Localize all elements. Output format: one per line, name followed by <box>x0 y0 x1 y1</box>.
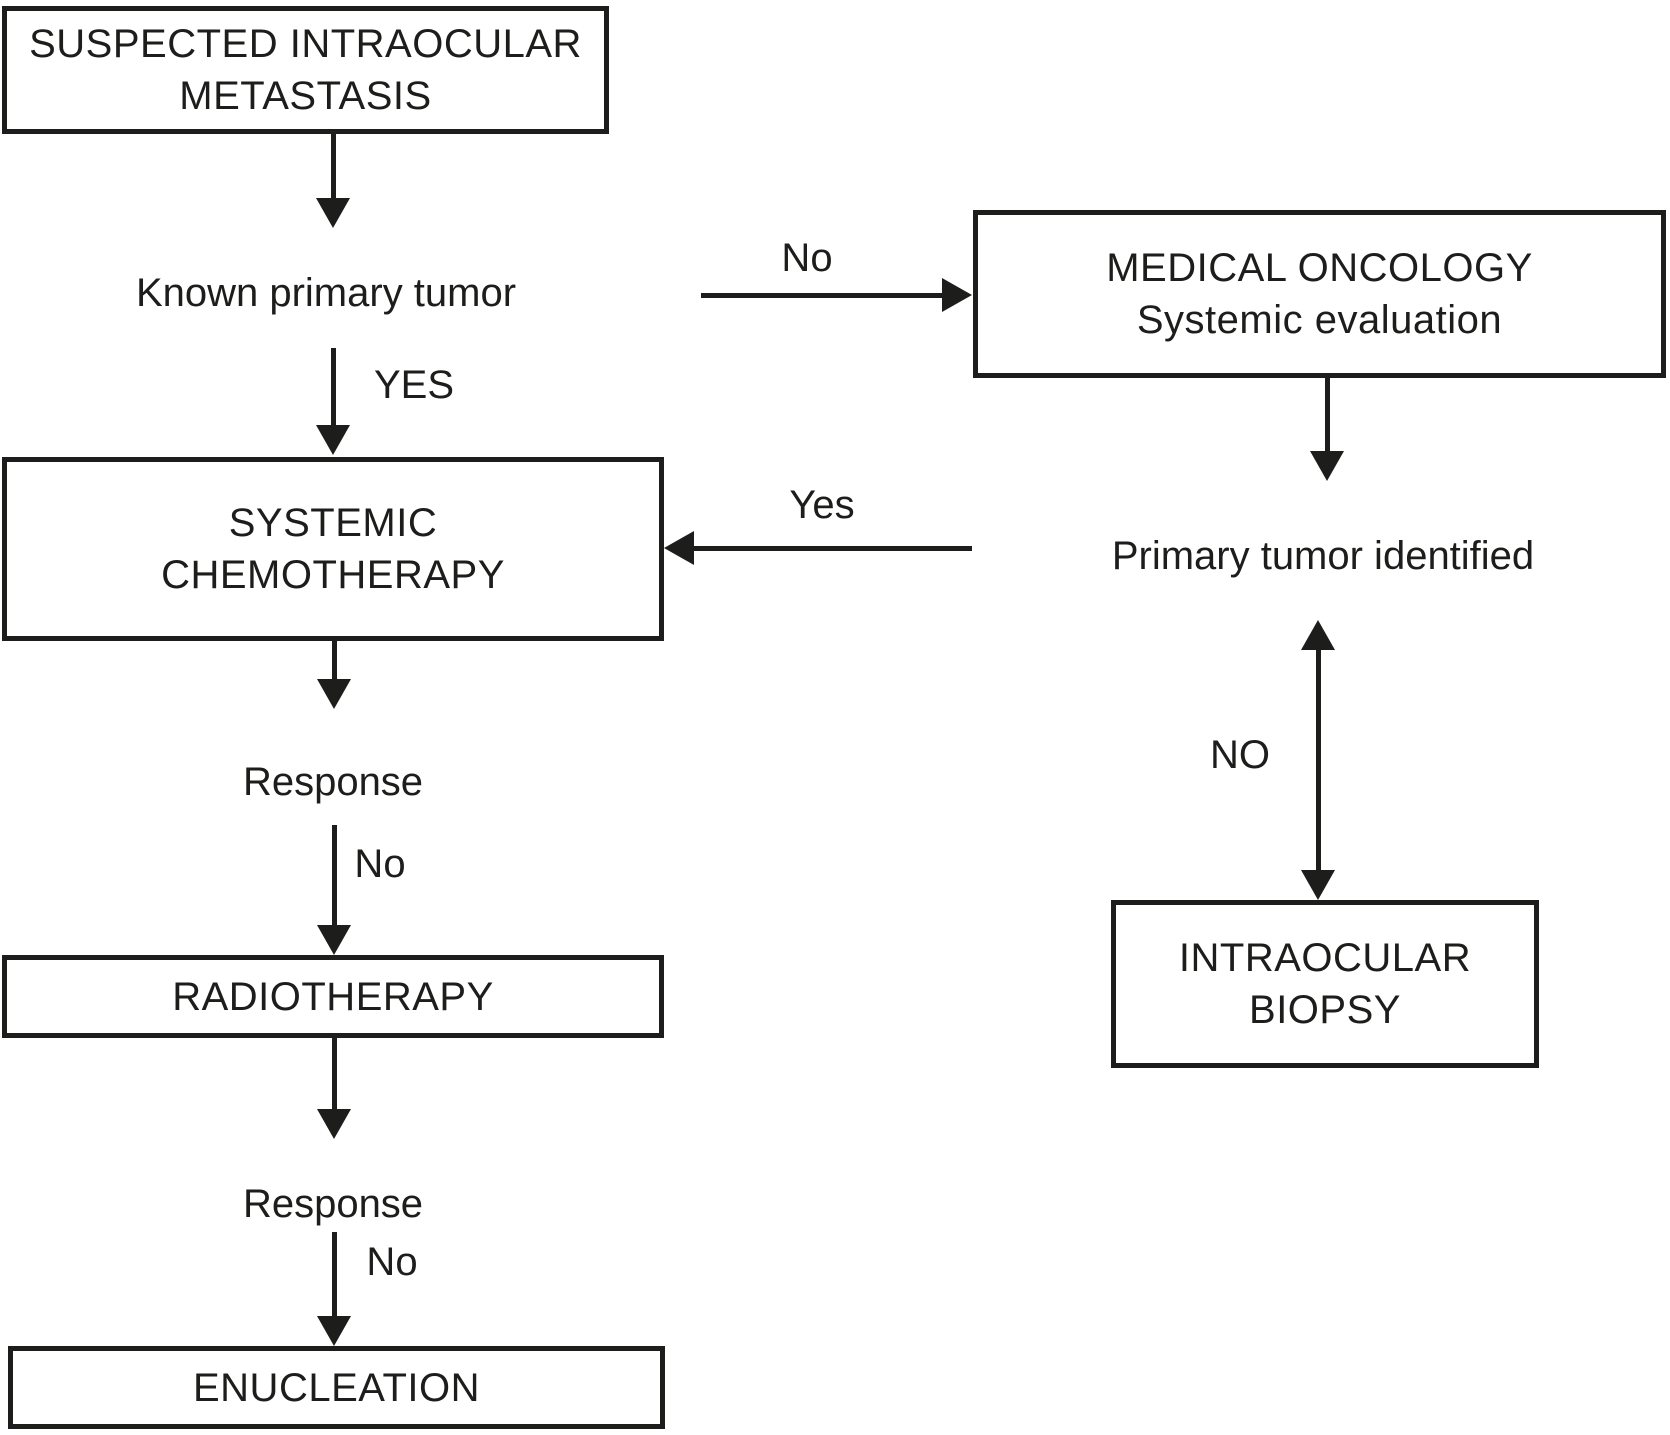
arrow-shaft <box>701 293 944 298</box>
flow-text-response-after-chemotherapy: Response <box>242 760 424 804</box>
box-label-line: ENUCLEATION <box>192 1365 481 1410</box>
flow-box-medical-oncology: MEDICAL ONCOLOGY Systemic evaluation <box>973 210 1666 378</box>
edge-label-no-to-medical-oncology: No <box>781 236 833 280</box>
box-label-line: RADIOTHERAPY <box>172 974 494 1019</box>
arrow-shaft <box>1325 378 1330 452</box>
arrowhead-down-icon <box>1301 870 1335 900</box>
box-label-line: MEDICAL ONCOLOGY <box>1106 246 1533 290</box>
box-label-line: CHEMOTHERAPY <box>161 553 505 597</box>
box-label-line: METASTASIS <box>179 74 432 118</box>
arrow-shaft <box>332 825 337 926</box>
arrowhead-down-icon <box>317 1316 351 1346</box>
arrowhead-down-icon <box>317 1109 351 1139</box>
arrowhead-down-icon <box>316 198 350 228</box>
flow-box-enucleation: ENUCLEATION <box>8 1346 665 1429</box>
box-label-line: SUSPECTED INTRAOCULAR <box>29 22 582 66</box>
edge-label-yes-to-chemotherapy: YES <box>373 363 455 407</box>
box-label-line: Systemic evaluation <box>1136 298 1503 342</box>
edge-label-no-response-chemotherapy: No <box>354 842 406 886</box>
arrowhead-down-icon <box>317 925 351 955</box>
flow-box-radiotherapy: RADIOTHERAPY <box>2 955 664 1038</box>
flow-box-systemic-chemotherapy: SYSTEMIC CHEMOTHERAPY <box>2 457 664 641</box>
arrow-shaft <box>331 133 336 200</box>
flow-text-primary-tumor-identified: Primary tumor identified <box>1111 534 1535 578</box>
arrowhead-down-icon <box>316 425 350 455</box>
box-label-line: SYSTEMIC <box>228 501 438 545</box>
arrowhead-left-icon <box>664 531 694 565</box>
flow-box-intraocular-biopsy: INTRAOCULAR BIOPSY <box>1111 900 1539 1068</box>
arrowhead-up-icon <box>1301 620 1335 650</box>
box-label-line: BIOPSY <box>1249 988 1401 1032</box>
edge-label-yes-from-primary-identified: Yes <box>789 483 855 527</box>
arrow-shaft <box>331 348 336 425</box>
arrow-shaft <box>332 1232 337 1317</box>
edge-label-no-to-intraocular-biopsy: NO <box>1210 733 1270 777</box>
flow-box-suspected-intraocular-metastasis: SUSPECTED INTRAOCULAR METASTASIS <box>2 6 609 134</box>
edge-label-no-response-radiotherapy: No <box>366 1240 418 1284</box>
arrow-shaft <box>692 546 972 551</box>
arrow-shaft <box>332 641 337 679</box>
flow-text-response-after-radiotherapy: Response <box>242 1182 424 1226</box>
arrowhead-down-icon <box>317 679 351 709</box>
box-label-line: INTRAOCULAR <box>1178 936 1472 980</box>
arrowhead-right-icon <box>942 278 972 312</box>
arrowhead-down-icon <box>1310 451 1344 481</box>
flow-text-known-primary-tumor: Known primary tumor <box>135 271 517 315</box>
arrow-shaft <box>1316 648 1321 872</box>
arrow-shaft <box>332 1038 337 1111</box>
